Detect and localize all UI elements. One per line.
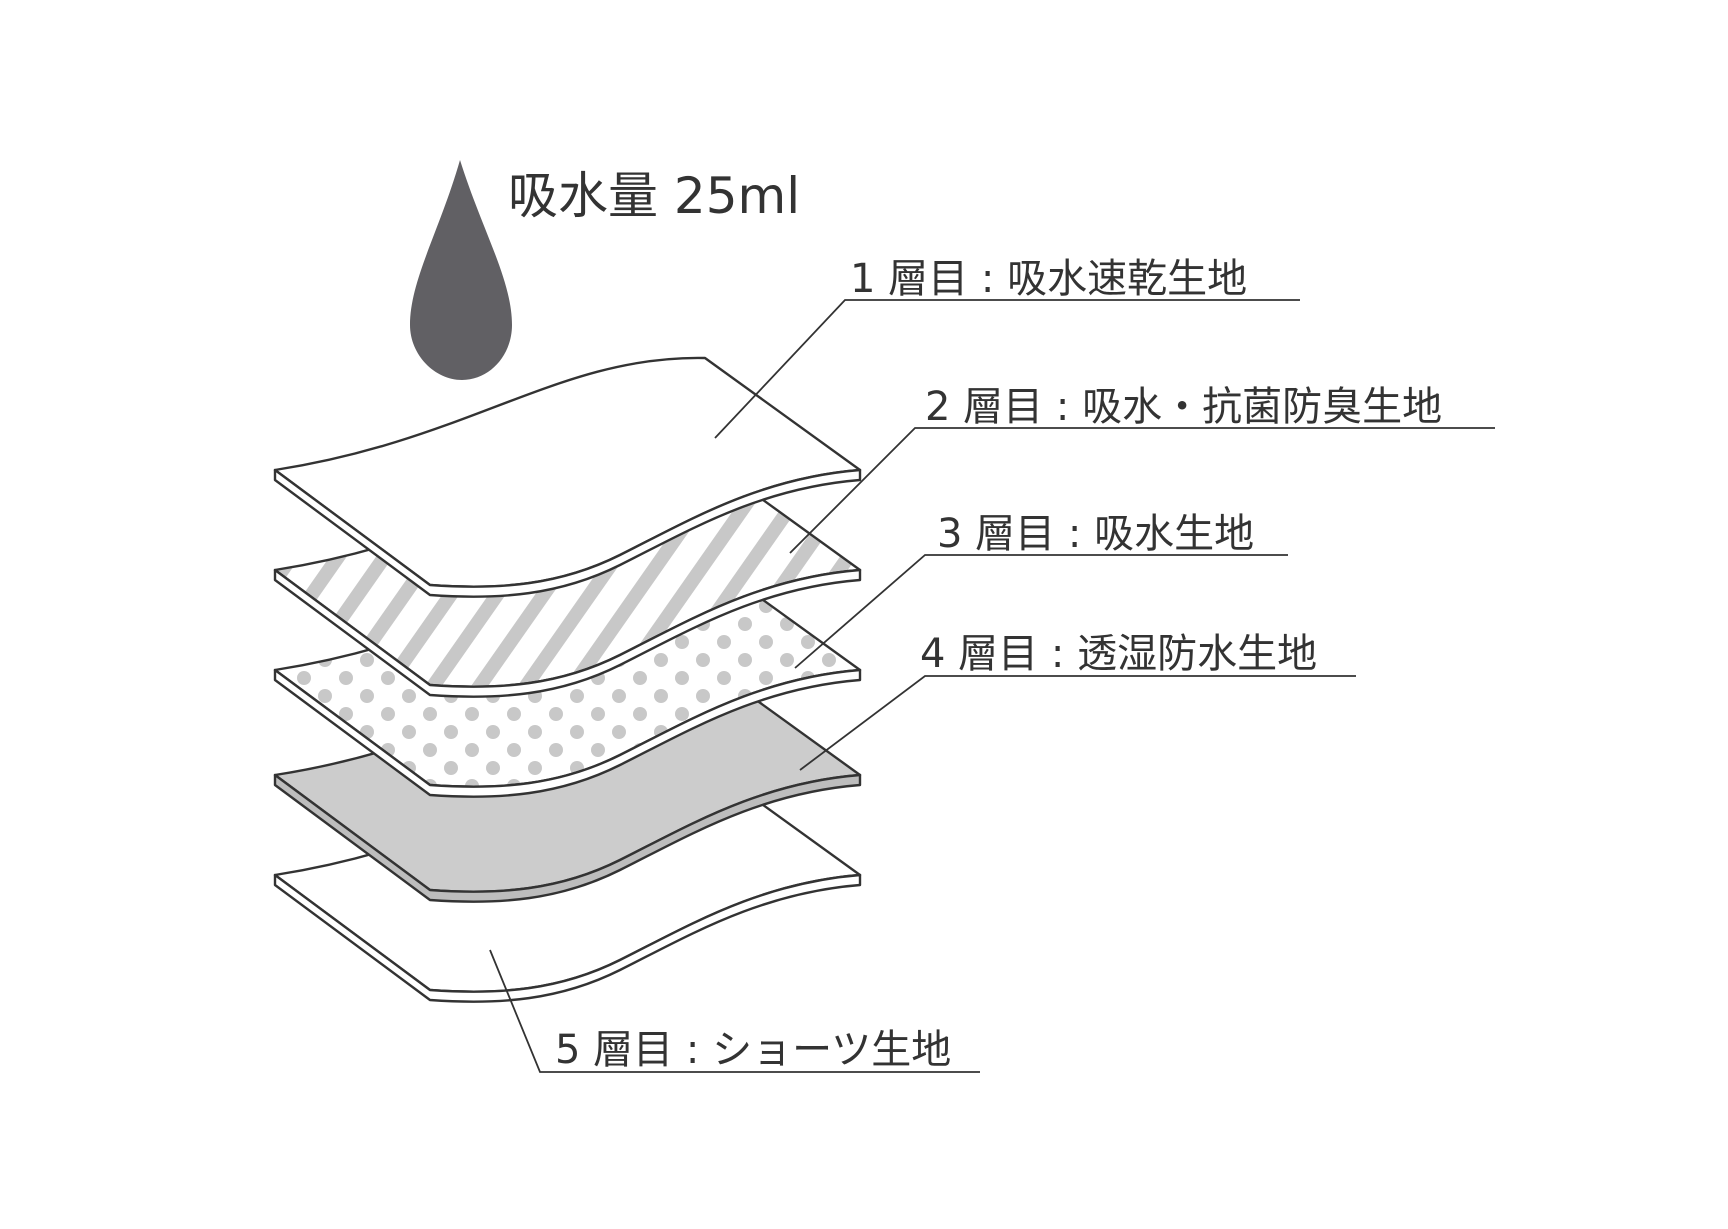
layer-1-label: 1 層目 : 吸水速乾生地 — [850, 256, 1247, 302]
layer-4-label: 4 層目 : 透湿防水生地 — [920, 631, 1317, 677]
layer-2-leader — [789, 427, 1495, 554]
layer-3-label: 3 層目 : 吸水生地 — [937, 511, 1254, 557]
layer-3-leader — [794, 554, 1288, 669]
layer-1-leader — [714, 299, 1300, 439]
layer-5-label: 5 層目 : ショーツ生地 — [555, 1027, 951, 1073]
layer-5-leader — [489, 949, 980, 1073]
water-drop-icon — [410, 160, 512, 380]
layer-4-leader — [799, 675, 1356, 771]
absorption-label: 吸水量 25ml — [508, 167, 800, 225]
layer-2-label: 2 層目 : 吸水・抗菌防臭生地 — [925, 384, 1442, 430]
